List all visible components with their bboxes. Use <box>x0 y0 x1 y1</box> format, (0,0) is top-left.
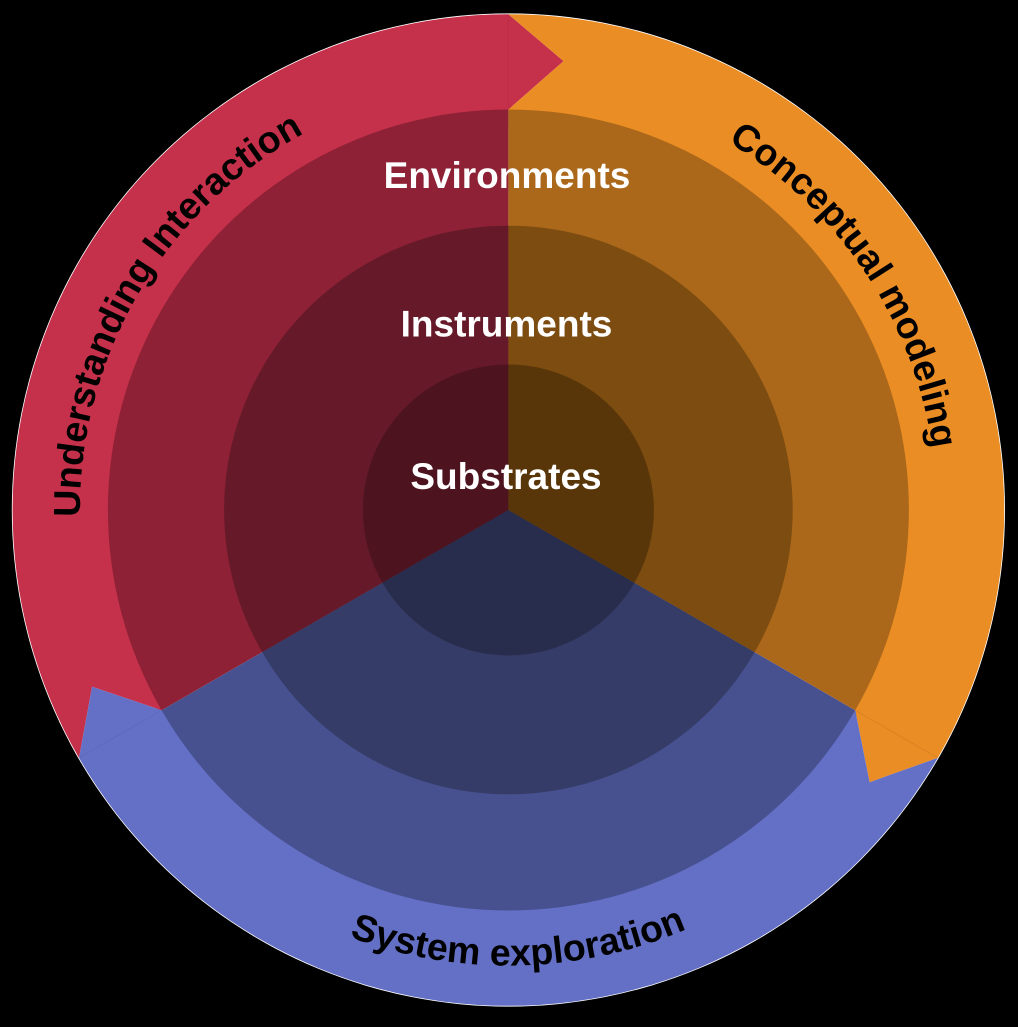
svg-text:Instruments: Instruments <box>401 304 613 345</box>
svg-text:Substrates: Substrates <box>410 456 601 497</box>
svg-text:Environments: Environments <box>384 155 631 196</box>
